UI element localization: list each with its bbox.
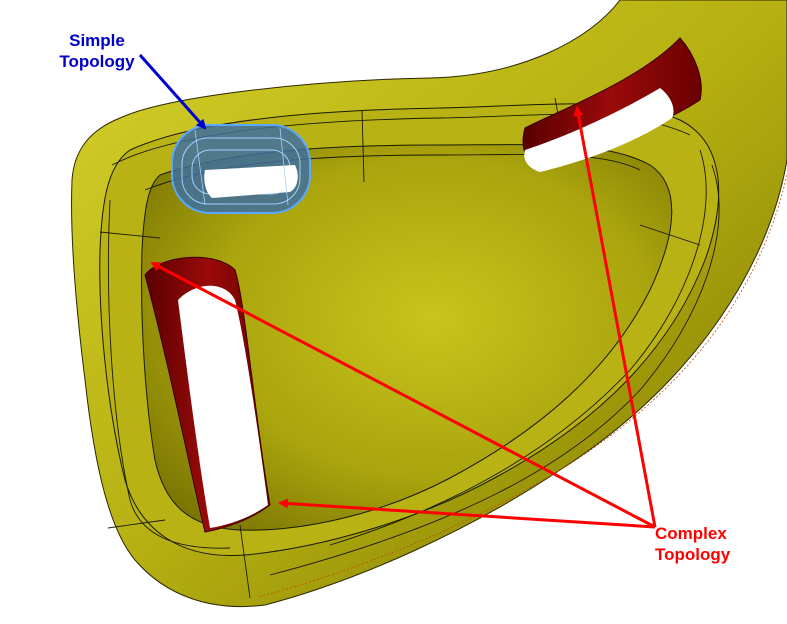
simple-arrow-icon [138, 54, 207, 130]
edge-line [99, 231, 161, 239]
edge-line [239, 524, 251, 599]
edge-line [361, 109, 365, 183]
simple-topology-label: Simple Topology [59, 31, 135, 71]
edge-line [269, 164, 720, 576]
slot-right-opening [524, 88, 674, 172]
edge-line [107, 519, 166, 529]
slot-left-opening [178, 285, 268, 528]
complex-arrow-icon [150, 261, 656, 529]
edge-line [329, 149, 707, 546]
edge-line [639, 224, 701, 246]
complex-arrow-icon [278, 498, 656, 529]
simple-pocket [171, 124, 311, 214]
complex-topology-label: Complex Topology [655, 524, 731, 564]
recessed-floor [141, 144, 673, 531]
complex-arrow-icon [573, 106, 657, 528]
edge-line [257, 174, 787, 598]
edge-line [107, 199, 231, 549]
